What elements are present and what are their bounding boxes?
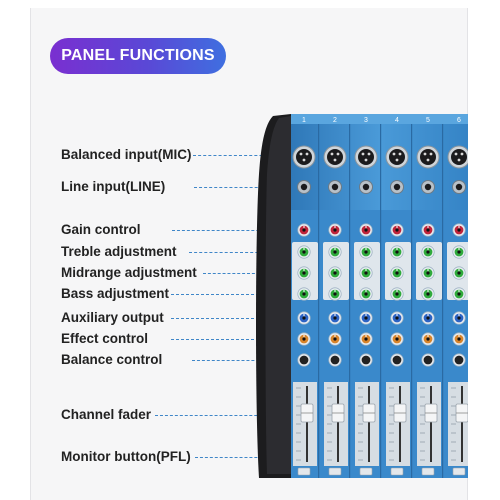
label-channel-fader: Channel fader (61, 407, 152, 422)
label-monitor-button: Monitor button(PFL) (61, 449, 191, 464)
label-balanced-input: Balanced input(MIC) (61, 147, 192, 162)
label-midrange-adjustment: Midrange adjustment (61, 265, 197, 280)
channel-number: 5 (426, 117, 430, 124)
channel-strip (354, 124, 382, 478)
leader-bass-adjustment (171, 294, 294, 295)
channel-number: 4 (395, 117, 399, 124)
pfl-button (421, 467, 435, 476)
channel-number: 1 (302, 117, 306, 124)
leader-balance-control (192, 360, 294, 361)
label-auxiliary-output: Auxiliary output (61, 310, 164, 325)
pfl-button (297, 467, 311, 476)
label-gain-control: Gain control (61, 222, 141, 237)
leader-auxiliary-output (171, 318, 294, 319)
pfl-button (359, 467, 373, 476)
card-left-edge (30, 8, 31, 500)
fader-slot (306, 386, 308, 462)
channel-strip (447, 145, 468, 476)
channel-number: 3 (364, 117, 368, 124)
channel-number: 6 (457, 117, 461, 124)
leader-midrange-adjustment (203, 273, 294, 274)
panel-functions-header: PANEL FUNCTIONS (50, 38, 226, 74)
fader-slot (430, 386, 432, 462)
audio-mixer-image: 1 2 3 4 5 6 (256, 114, 468, 478)
fader-slot (368, 386, 370, 462)
fader-slot (461, 386, 463, 462)
label-balance-control: Balance control (61, 352, 163, 367)
leader-monitor-button (195, 457, 292, 458)
channel-strip (323, 124, 351, 478)
leader-treble-adjustment (189, 252, 294, 253)
label-effect-control: Effect control (61, 331, 149, 346)
fader-slot (399, 386, 401, 462)
pfl-button (390, 467, 404, 476)
channel-number: 2 (333, 117, 337, 124)
leader-balanced-input (193, 155, 288, 156)
leader-channel-fader (155, 415, 292, 416)
pfl-button (452, 467, 466, 476)
label-bass-adjustment: Bass adjustment (61, 286, 170, 301)
fader-slot (337, 386, 339, 462)
leader-gain-control (172, 230, 294, 231)
channel-strip (385, 124, 413, 478)
channel-strip (292, 124, 320, 478)
leader-line-input (194, 187, 288, 188)
mixer-input-section (291, 114, 468, 210)
channel-strip (416, 124, 444, 478)
leader-effect-control (171, 339, 294, 340)
pfl-button (328, 467, 342, 476)
label-line-input: Line input(LINE) (61, 179, 166, 194)
label-treble-adjustment: Treble adjustment (61, 244, 177, 259)
